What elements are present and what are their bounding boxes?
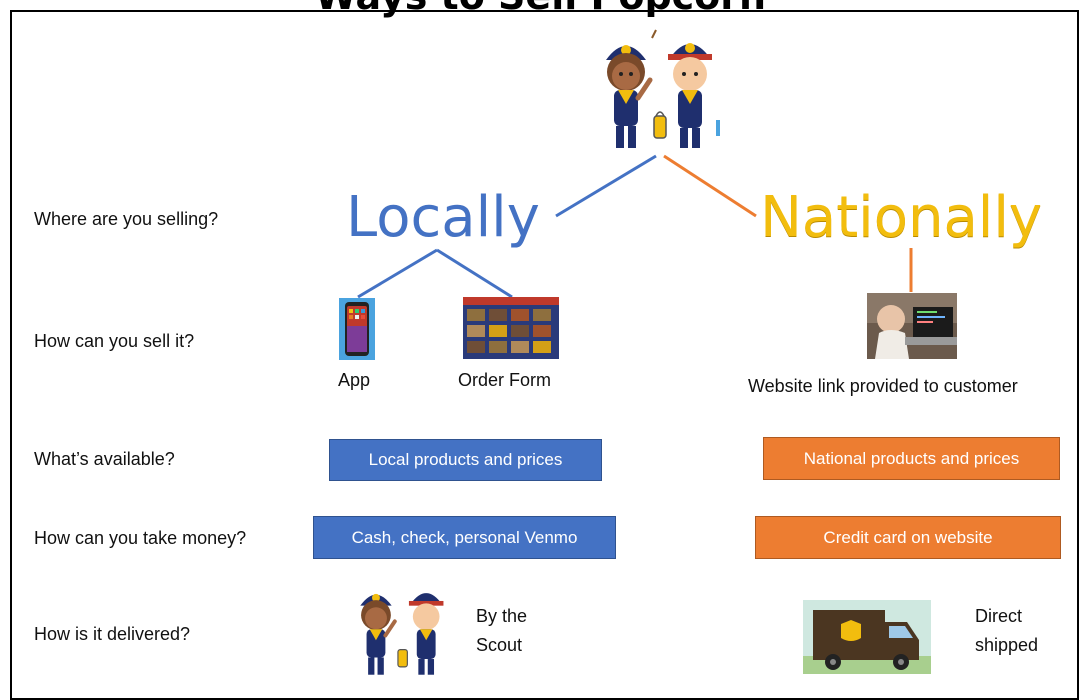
question-money: How can you take money?	[34, 528, 247, 548]
national-products-box: National products and prices	[763, 437, 1060, 480]
method-order-form: Order Form	[458, 370, 552, 390]
scouts-illustration	[606, 29, 720, 148]
local-products-box: Local products and prices	[329, 439, 602, 481]
question-available: What’s available?	[34, 449, 175, 469]
order-form-thumbnail	[463, 297, 559, 359]
delivery-local-line1: By the	[476, 606, 528, 626]
method-website: Website link provided to customer	[748, 376, 1018, 396]
method-app: App	[338, 370, 371, 390]
delivery-national-line2: shipped	[975, 635, 1039, 655]
laptop-photo	[867, 293, 957, 359]
delivery-national-line1: Direct	[975, 606, 1023, 626]
branch-local: Locally	[346, 185, 540, 250]
question-where: Where are you selling?	[34, 209, 219, 229]
delivery-local-line2: Scout	[476, 635, 523, 655]
page-title: Ways to Sell Popcorn	[0, 0, 1081, 18]
phone-icon	[339, 298, 375, 360]
local-money-box: Cash, check, personal Venmo	[313, 516, 616, 559]
question-how-sell: How can you sell it?	[34, 331, 195, 351]
question-delivered: How is it delivered?	[34, 624, 191, 644]
national-money-box: Credit card on website	[755, 516, 1061, 559]
scouts-small-illustration	[360, 593, 444, 675]
branch-national: Nationally	[760, 185, 1043, 250]
delivery-truck-icon	[803, 600, 931, 674]
